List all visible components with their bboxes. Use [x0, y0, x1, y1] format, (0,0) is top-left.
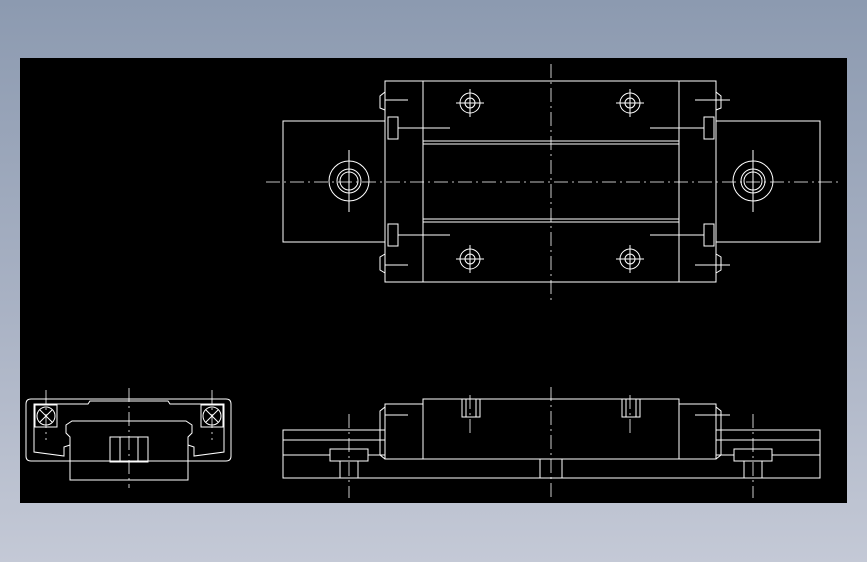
end-cap-right — [679, 81, 716, 282]
carriage-hole — [456, 89, 484, 117]
top-view — [266, 64, 838, 300]
seal-right-top — [716, 92, 721, 110]
seal-left-bottom — [380, 254, 385, 273]
seal-left-top — [380, 92, 385, 110]
carriage-hole — [616, 245, 644, 273]
end-cap-left — [385, 81, 423, 282]
drawing-canvas[interactable]: .w { stroke: #ffffff; fill: none; stroke… — [20, 58, 847, 503]
end-view-inner — [34, 401, 224, 456]
side-view — [283, 387, 820, 498]
carriage-hole — [456, 245, 484, 273]
end-view — [26, 388, 231, 488]
carriage-hole — [616, 89, 644, 117]
end-view-outline — [26, 399, 231, 461]
seal-right-bottom — [716, 254, 721, 273]
